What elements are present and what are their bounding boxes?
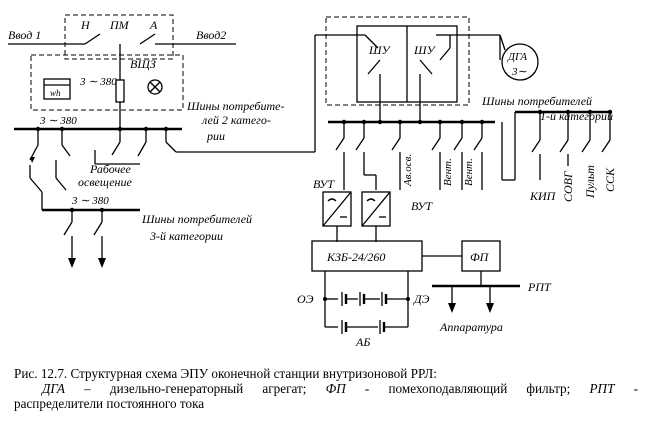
ab-label: АБ [355, 335, 370, 349]
equipment-label: Аппаратура [439, 320, 503, 334]
vut-left-label: ВУТ [313, 177, 335, 191]
switch-n-label: Н [80, 18, 91, 32]
bus2-caption-3: рии [206, 129, 225, 143]
caption-line-3: распределители постоянного тока [14, 396, 205, 411]
caption-def-dga: – дизельно-генераторный агрегат; [64, 381, 326, 396]
caption-term-fp: ФП [325, 381, 346, 396]
bus1-caption-1: Шины потребителей [481, 94, 592, 108]
input-1-label: Ввод 1 [8, 28, 41, 42]
bus3-caption-1: Шины потребителей [141, 212, 252, 226]
dga-label: ДГА [507, 51, 527, 63]
input-2-label: Ввод2 [196, 28, 226, 42]
caption-term-rpt: РПТ [589, 381, 615, 396]
voltage-label-top: 3 ∼ 380 [79, 76, 117, 88]
vent1-label: Вент. [442, 158, 454, 186]
meter-wh [43, 78, 71, 100]
switch-a-label: А [149, 18, 158, 32]
caption-term-dga: ДГА [42, 381, 65, 396]
switch-pm-label: ПМ [109, 18, 130, 32]
kzb-unit: КЗБ-24/260 ФП [311, 240, 501, 286]
figure-caption: Рис. 12.7. Структурная схема ЭПУ оконечн… [14, 366, 638, 411]
oe-label: ОЭ [297, 292, 314, 306]
sovg-label: СОВГ [561, 170, 575, 202]
bus3-caption-2: 3-й категории [149, 229, 223, 243]
work-lighting-caption-2: освещение [78, 175, 132, 189]
emergency-lighting-label: Ав.осв. [402, 154, 414, 187]
dga-generator: ДГА 3∼ [499, 34, 539, 81]
bus2-caption-1: Шины потребите- [186, 99, 284, 113]
shu-right-label: ШУ [413, 43, 437, 57]
caption-line-2: ДГА – дизельно-генераторный агрегат; ФП … [14, 381, 638, 396]
rpt-bus: РПТ Аппаратура [432, 280, 552, 334]
bus-category-3: 3 ∼ 380 Шины потребителей 3-й категории [42, 195, 252, 268]
fp-label: ФП [470, 250, 490, 264]
work-lighting-caption-1: Рабочее [89, 162, 131, 176]
rpt-label: РПТ [527, 280, 552, 294]
dga-phase-label: 3∼ [511, 66, 528, 78]
meter-wh-label: wh [50, 88, 61, 98]
de-label: ДЭ [413, 292, 430, 306]
lamp-icon [147, 79, 163, 95]
vshchz-panel: ВЩЗ 3 ∼ 380 wh [30, 54, 184, 128]
vent2-label: Вент. [463, 158, 475, 186]
fuse-symbol [115, 79, 125, 103]
pult-label: Пульт [583, 165, 597, 199]
bus-category-2: 3 ∼ 380 Шины потребите- лей 2 катего- ри… [14, 99, 315, 210]
caption-line-1: Рис. 12.7. Структурная схема ЭПУ оконечн… [14, 366, 437, 381]
kzb-label: КЗБ-24/260 [326, 250, 385, 264]
ssk-label: ССК [603, 167, 617, 192]
shu-block: ШУ ШУ [325, 16, 501, 122]
vut-right-label: ВУТ [411, 199, 433, 213]
bus2-caption-2: лей 2 катего- [201, 113, 271, 127]
rectifiers-vut: ВУТ ВУТ Ав.осв. Вент. Вент. [313, 154, 475, 242]
voltage-label-bus3: 3 ∼ 380 [71, 195, 109, 207]
category-1-consumers: КИП СОВГ Пульт ССК [515, 109, 617, 203]
caption-def-fp: - помехоподавляющий фильтр; [345, 381, 590, 396]
shu-left-label: ШУ [368, 43, 392, 57]
caption-def-rpt: - [614, 381, 638, 396]
kip-label: КИП [529, 189, 557, 203]
input-switch-block: Ввод 1 Ввод2 Н ПМ А [8, 14, 236, 62]
battery-bank: ОЭ ДЭ АБ [297, 271, 430, 349]
voltage-label-bus2: 3 ∼ 380 [39, 115, 77, 127]
vshchz-label: ВЩЗ [130, 57, 156, 71]
